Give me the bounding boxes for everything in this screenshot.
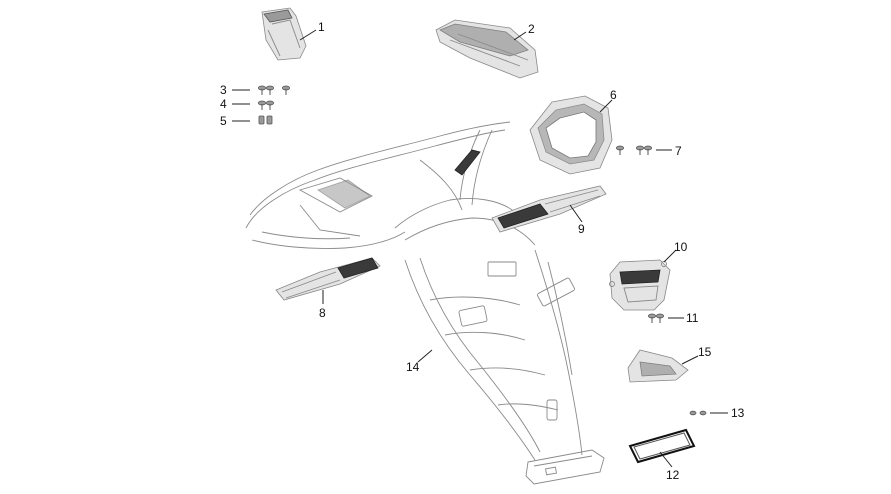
callout-4: 4 <box>220 97 227 111</box>
callout-2: 2 <box>528 22 535 36</box>
part-4-screws <box>258 100 274 110</box>
callout-13: 13 <box>731 406 745 420</box>
part-11-screws <box>648 313 664 323</box>
part-13-clips <box>689 410 707 416</box>
part-2-tail-light <box>435 19 539 79</box>
part-15-reflector <box>627 349 689 383</box>
callout-7: 7 <box>675 144 682 158</box>
callout-6: 6 <box>610 88 617 102</box>
part-8-left-turn-signal <box>275 257 381 301</box>
callout-15: 15 <box>698 345 712 359</box>
callout-1: 1 <box>318 20 325 34</box>
part-1-bracket-light <box>261 7 307 61</box>
callout-12: 12 <box>666 468 680 482</box>
part-5-nuts <box>258 115 273 125</box>
part-3-screws <box>258 85 290 95</box>
callout-11: 11 <box>686 311 699 325</box>
callout-14: 14 <box>406 360 420 374</box>
callout-5: 5 <box>220 114 227 128</box>
part-14-rear-fender-frame <box>245 121 605 485</box>
leader-lines <box>232 29 728 468</box>
part-12-plate-frame <box>628 428 696 464</box>
callout-10: 10 <box>674 240 688 254</box>
part-6-light-housing <box>529 95 613 175</box>
callout-9: 9 <box>578 222 585 236</box>
part-10-license-light <box>609 259 671 311</box>
callout-3: 3 <box>220 83 227 97</box>
callout-8: 8 <box>319 306 326 320</box>
callout-labels: 1 2 3 4 5 6 7 8 9 10 11 12 13 14 15 <box>220 20 745 482</box>
part-9-right-turn-signal <box>491 185 607 233</box>
part-7-screws <box>616 145 652 155</box>
